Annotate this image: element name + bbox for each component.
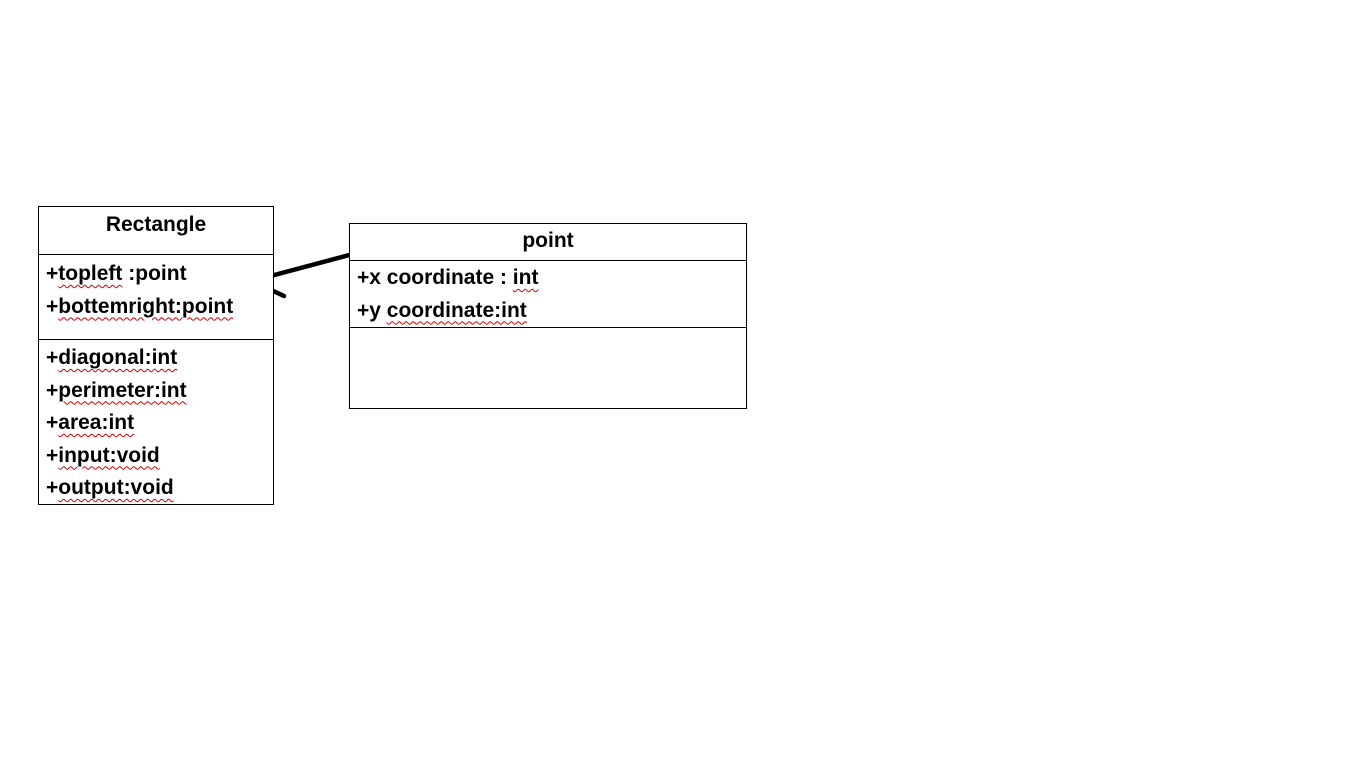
operation-text: perimeter:int — [58, 378, 187, 402]
attribute-prefix: +y — [357, 298, 387, 322]
operation-text: input:void — [58, 443, 160, 467]
operation-prefix: + — [46, 346, 59, 369]
operation-row: +perimeter:int — [46, 375, 273, 408]
operation-row: +diagonal:int — [46, 342, 273, 375]
attribute-text: int — [512, 266, 539, 289]
class-box-point[interactable]: point +x coordinate : int +y coordinate:… — [349, 223, 747, 409]
attribute-text: bottemright:point — [58, 294, 234, 318]
operation-prefix: + — [46, 411, 59, 434]
class-box-rectangle[interactable]: Rectangle +topleft :point +bottemright:p… — [38, 206, 274, 505]
operation-row: +input:void — [46, 440, 273, 473]
operation-row: +area:int — [46, 407, 273, 440]
class-name-rectangle: Rectangle — [39, 207, 273, 255]
class-name-point: point — [350, 224, 746, 261]
operation-prefix: + — [46, 378, 59, 402]
attribute-prefix: + — [46, 262, 59, 285]
attribute-row: +bottemright:point — [46, 291, 273, 324]
attribute-prefix: + — [46, 294, 59, 318]
attribute-type: :point — [122, 262, 187, 285]
attribute-prefix: +x coordinate : — [357, 266, 513, 289]
operation-prefix: + — [46, 476, 59, 499]
operations-section-rectangle: +diagonal:int +perimeter:int +area:int +… — [39, 339, 273, 505]
operation-text: area:int — [58, 411, 135, 434]
attribute-text: topleft — [58, 262, 123, 285]
operations-section-point — [350, 327, 746, 409]
attribute-row: +topleft :point — [46, 258, 273, 291]
operation-text: diagonal:int — [58, 346, 178, 369]
operation-prefix: + — [46, 443, 59, 467]
operation-row: +output:void — [46, 472, 273, 505]
attributes-section-point: +x coordinate : int +y coordinate:int — [350, 261, 746, 327]
attribute-row: +x coordinate : int — [357, 262, 746, 295]
attribute-text: coordinate:int — [386, 298, 527, 322]
attributes-section-rectangle: +topleft :point +bottemright:point — [39, 255, 273, 339]
attribute-row: +y coordinate:int — [357, 295, 746, 328]
operation-text: output:void — [58, 476, 174, 499]
